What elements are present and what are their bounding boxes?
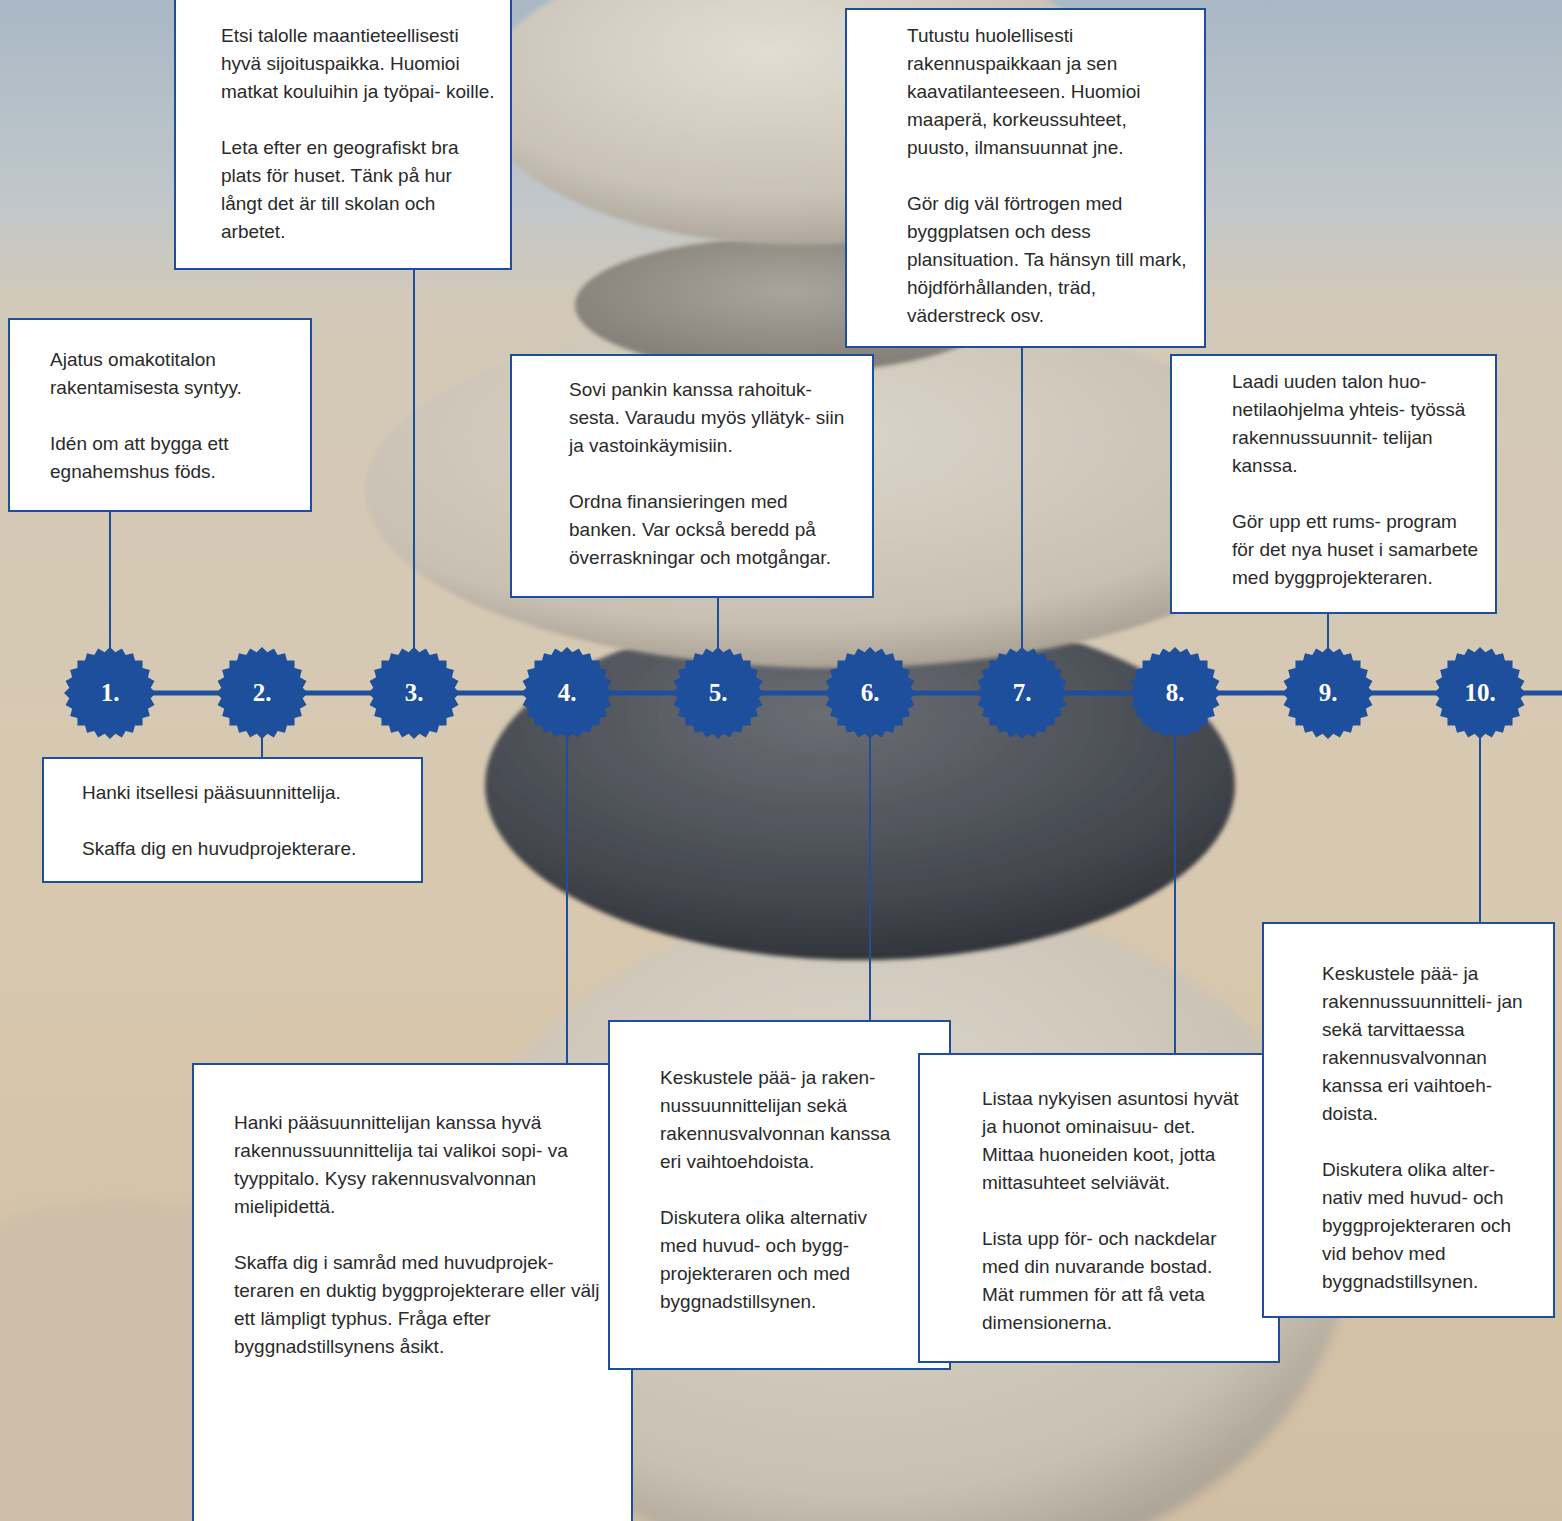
swedish-text: Diskutera olika alter- nativ med huvud- … xyxy=(1322,1156,1539,1296)
step-number: 4. xyxy=(558,679,577,707)
badge-seal-outline xyxy=(824,647,916,739)
timeline-segment xyxy=(305,691,371,696)
step-text-box: Listaa nykyisen asuntosi hyvät ja huonot… xyxy=(918,1053,1280,1363)
leader-line xyxy=(869,736,871,1020)
leader-line xyxy=(566,736,568,1063)
step-badge: 3. xyxy=(368,647,460,739)
swedish-text: Gör upp ett rums- program för det nya hu… xyxy=(1232,508,1479,592)
swedish-text: Ordna finansieringen med banken. Var ock… xyxy=(569,488,850,572)
finnish-text: Keskustele pää- ja rakennussuunnitteli- … xyxy=(1322,960,1539,1128)
swedish-text: Leta efter en geografiskt bra plats för … xyxy=(221,134,498,246)
step-text-box: Hanki itsellesi pääsuunnittelija. Skaffa … xyxy=(42,757,423,883)
leader-line xyxy=(261,736,263,757)
leader-line xyxy=(1479,736,1481,922)
timeline-tail xyxy=(1520,691,1562,696)
step-text-box: Keskustele pää- ja rakennussuunnitteli- … xyxy=(1262,922,1555,1318)
leader-line xyxy=(1021,348,1023,650)
step-text-box: Sovi pankin kanssa rahoituk- sesta. Vara… xyxy=(510,354,874,598)
finnish-text: Laadi uuden talon huo- netilaohjelma yht… xyxy=(1232,368,1479,480)
step-text-box: Tutustu huolellisesti rakennuspaikkaan j… xyxy=(845,8,1206,348)
badge-seal-outline xyxy=(216,647,308,739)
step-number: 10. xyxy=(1464,679,1495,707)
badge-seal-outline xyxy=(672,647,764,739)
finnish-text: Hanki itsellesi pääsuunnittelija. xyxy=(82,779,401,807)
swedish-text: Gör dig väl förtrogen med byggplatsen oc… xyxy=(907,190,1188,330)
finnish-text: Tutustu huolellisesti rakennuspaikkaan j… xyxy=(907,22,1188,162)
finnish-text: Hanki pääsuunnittelijan kanssa hyvä rake… xyxy=(234,1109,600,1221)
step-badge: 1. xyxy=(64,647,156,739)
finnish-text: Listaa nykyisen asuntosi hyvät ja huonot… xyxy=(982,1085,1248,1197)
step-number: 9. xyxy=(1319,679,1338,707)
step-badge: 4. xyxy=(521,647,613,739)
timeline-segment xyxy=(153,691,219,696)
leader-line xyxy=(413,270,415,650)
step-badge: 8. xyxy=(1129,647,1221,739)
finnish-text: Keskustele pää- ja raken- nussuunnitteli… xyxy=(660,1064,909,1176)
step-badge: 6. xyxy=(824,647,916,739)
timeline-segment xyxy=(1371,691,1437,696)
step-badge: 9. xyxy=(1282,647,1374,739)
step-text-box: Etsi talolle maantieteellisesti hyvä sij… xyxy=(174,0,512,270)
step-badge: 2. xyxy=(216,647,308,739)
step-text-box: Laadi uuden talon huo- netilaohjelma yht… xyxy=(1170,354,1497,614)
step-number: 2. xyxy=(253,679,272,707)
leader-line xyxy=(1327,614,1329,650)
timeline-segment xyxy=(913,691,979,696)
timeline-segment xyxy=(610,691,675,696)
timeline-segment xyxy=(457,691,524,696)
leader-line xyxy=(717,598,719,650)
badge-seal-outline xyxy=(368,647,460,739)
swedish-text: Diskutera olika alternativ med huvud- oc… xyxy=(660,1204,909,1316)
finnish-text: Sovi pankin kanssa rahoituk- sesta. Vara… xyxy=(569,376,850,460)
finnish-text: Ajatus omakotitalon rakentamisesta synty… xyxy=(50,346,288,402)
badge-seal-outline xyxy=(521,647,613,739)
step-number: 7. xyxy=(1013,679,1032,707)
badge-seal-outline xyxy=(976,647,1068,739)
badge-seal-outline xyxy=(64,647,156,739)
step-number: 1. xyxy=(101,679,120,707)
step-number: 6. xyxy=(861,679,880,707)
timeline-segment xyxy=(1218,691,1285,696)
finnish-text: Etsi talolle maantieteellisesti hyvä sij… xyxy=(221,22,498,106)
timeline-segment xyxy=(761,691,827,696)
leader-line xyxy=(109,512,111,650)
badge-seal-outline xyxy=(1434,647,1526,739)
step-number: 8. xyxy=(1166,679,1185,707)
step-badge: 10. xyxy=(1434,647,1526,739)
step-number: 3. xyxy=(405,679,424,707)
step-text-box: Keskustele pää- ja raken- nussuunnitteli… xyxy=(608,1020,951,1370)
step-badge: 7. xyxy=(976,647,1068,739)
swedish-text: Lista upp för- och nackdelar med din nuv… xyxy=(982,1225,1248,1337)
timeline-segment xyxy=(1065,691,1132,696)
step-badge: 5. xyxy=(672,647,764,739)
badge-seal-outline xyxy=(1282,647,1374,739)
leader-line xyxy=(1174,736,1176,1053)
swedish-text: Skaffa dig en huvudprojekterare. xyxy=(82,835,401,863)
swedish-text: Skaffa dig i samråd med huvudprojek- ter… xyxy=(234,1249,600,1361)
badge-seal-outline xyxy=(1129,647,1221,739)
step-text-box: Ajatus omakotitalon rakentamisesta synty… xyxy=(8,318,312,512)
swedish-text: Idén om att bygga ett egnahemshus föds. xyxy=(50,430,288,486)
step-text-box: Hanki pääsuunnittelijan kanssa hyvä rake… xyxy=(192,1063,633,1521)
step-number: 5. xyxy=(709,679,728,707)
